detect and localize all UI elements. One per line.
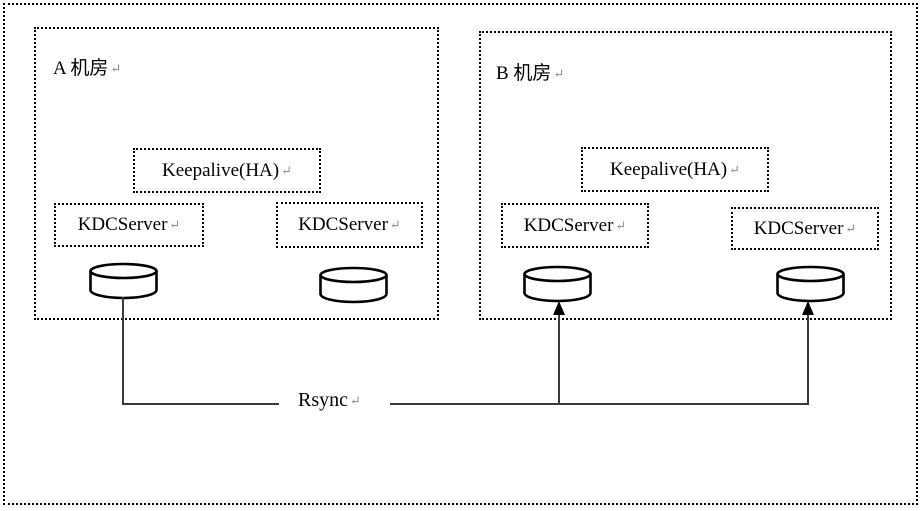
arrow-up-icon xyxy=(553,301,565,315)
kdcserver-b1-label: KDCServer xyxy=(523,214,614,236)
kdcserver-box-b1: KDCServer↵ xyxy=(501,203,649,248)
paragraph-mark-icon: ↵ xyxy=(553,66,565,81)
keepalive-b-label: Keepalive(HA) xyxy=(609,158,728,180)
datacenter-a-label: A 机房↵ xyxy=(53,53,121,80)
outer-boundary-box xyxy=(3,3,918,505)
database-icon-a1 xyxy=(89,262,158,300)
kdcserver-b2-label: KDCServer xyxy=(753,217,844,239)
database-icon-b1 xyxy=(523,265,592,303)
kdcserver-a1-label: KDCServer xyxy=(77,214,168,235)
arrow-up-icon xyxy=(802,301,814,315)
rsync-source-line xyxy=(122,297,124,404)
rsync-text: Rsync xyxy=(298,389,348,411)
paragraph-mark-icon: ↵ xyxy=(281,162,292,178)
kdcserver-box-a2: KDCServer↵ xyxy=(276,202,423,248)
paragraph-mark-icon: ↵ xyxy=(110,61,122,76)
paragraph-mark-icon: ↵ xyxy=(169,217,181,232)
kdcserver-box-a1: KDCServer↵ xyxy=(54,203,204,247)
datacenter-b-label: B 机房↵ xyxy=(496,58,564,85)
rsync-link-line-right xyxy=(390,403,809,405)
kdcserver-box-b2: KDCServer↵ xyxy=(731,207,879,250)
datacenter-a-name: A 机房 xyxy=(53,58,109,79)
keepalive-a-label: Keepalive(HA) xyxy=(161,159,280,181)
rsync-label: Rsync↵ xyxy=(294,389,365,412)
database-icon-a2 xyxy=(319,266,388,304)
kdcserver-a2-label: KDCServer xyxy=(298,214,388,235)
datacenter-a-box: A 机房↵ Keepalive(HA)↵ KDCServer↵ KDCServe… xyxy=(34,27,439,320)
paragraph-mark-icon: ↵ xyxy=(729,161,740,177)
paragraph-mark-icon: ↵ xyxy=(389,217,401,232)
paragraph-mark-icon: ↵ xyxy=(350,393,361,408)
rsync-link-line-left xyxy=(122,403,279,405)
keepalive-box-b: Keepalive(HA)↵ xyxy=(581,147,769,192)
rsync-target-line-2 xyxy=(807,312,809,404)
paragraph-mark-icon: ↵ xyxy=(845,220,857,236)
keepalive-box-a: Keepalive(HA)↵ xyxy=(133,148,321,193)
database-icon-b2 xyxy=(776,265,845,303)
datacenter-b-box: B 机房↵ Keepalive(HA)↵ KDCServer↵ KDCServe… xyxy=(479,31,892,320)
paragraph-mark-icon: ↵ xyxy=(615,217,627,233)
datacenter-b-name: B 机房 xyxy=(496,63,552,84)
rsync-target-line-1 xyxy=(558,312,560,404)
